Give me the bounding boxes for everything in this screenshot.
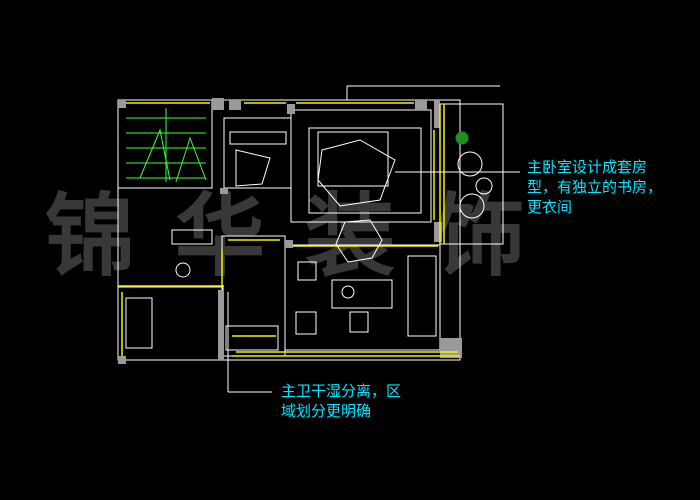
wardrobe [229,131,287,145]
chair [341,285,355,299]
plant [455,131,469,145]
round-table [335,219,383,263]
wardrobe-room [223,117,292,189]
desk [331,279,393,309]
grey-walls [118,98,462,364]
wall-block [118,100,126,108]
wall-block [229,100,241,110]
furniture [125,127,493,351]
balcony-chair [459,193,485,219]
wall-block [212,98,224,110]
windows [118,102,460,357]
shelf [407,255,437,337]
wall-block [218,290,224,360]
balcony-table [475,177,493,195]
bed-frame [308,127,422,214]
annotation-line: 主卧室设计成套房 [527,158,648,176]
sink [171,229,213,245]
stair-room [117,99,213,189]
bathtub [125,297,153,349]
bed [317,131,389,187]
wall-block [434,222,442,242]
wall-block [287,104,295,114]
bedroom-room [290,109,432,223]
annotation-line: 更衣间 [527,198,573,216]
floor-outline [117,99,461,361]
wall-block [220,188,228,194]
bathroom-annotation: 主卫干湿分离，区 域划分更明确 [281,381,451,421]
wall-block [415,100,427,110]
balcony-outline [439,103,504,245]
shower [225,325,279,351]
closet-shape [235,149,271,187]
stair-arrow [139,128,171,181]
annotation-line: 域划分更明确 [281,402,372,420]
toilet [175,262,191,278]
wall-block [285,240,293,248]
bedroom-annotation: 主卧室设计成套房 型，有独立的书房， 更衣间 [527,157,697,217]
annotation-line: 型，有独立的书房， [527,178,663,196]
stairs [126,108,207,183]
bath-room [221,235,286,357]
wall-block [434,100,440,128]
chair [349,311,369,333]
leader-lines [227,85,520,393]
annotation-line: 主卫干湿分离，区 [281,382,402,400]
stair-arrow [175,136,207,183]
wall-block [440,338,462,358]
chair [297,261,317,281]
balcony-chair [457,151,483,177]
chair [295,311,317,335]
rug [317,139,396,207]
wall-block [118,356,126,364]
